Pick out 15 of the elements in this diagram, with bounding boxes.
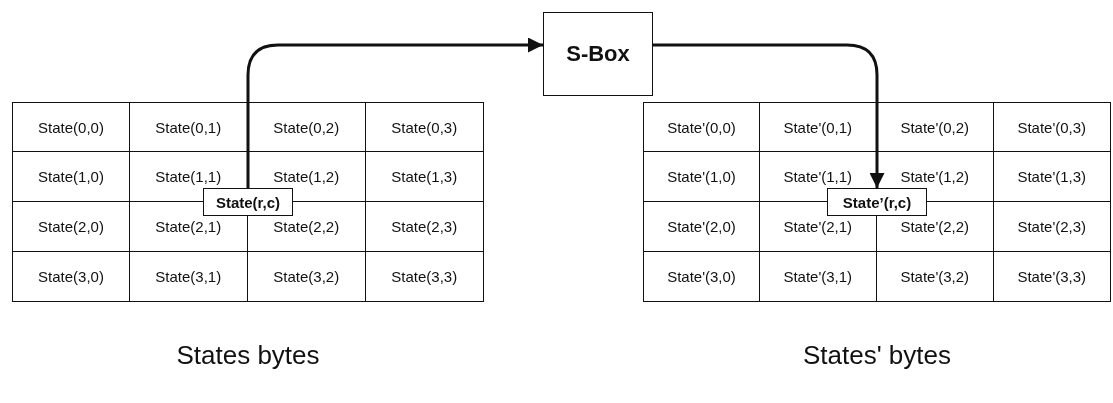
process-box: State’(r,c) xyxy=(827,188,927,216)
table-cell: State(3,3) xyxy=(364,250,484,302)
process-box: S-Box xyxy=(543,12,653,96)
table-cell: State'(0,3) xyxy=(992,102,1111,152)
table-cell: State'(3,0) xyxy=(643,250,760,302)
caption-text: States' bytes xyxy=(801,340,952,371)
table-cell: State(0,0) xyxy=(12,102,130,152)
table-cell: State'(3,3) xyxy=(992,250,1111,302)
table-cell: State'(0,0) xyxy=(643,102,760,152)
arrow xyxy=(246,37,543,188)
arrow xyxy=(653,43,885,188)
table-cell: State(0,3) xyxy=(364,102,484,152)
table-cell: State(3,0) xyxy=(12,250,130,302)
process-box: State(r,c) xyxy=(203,188,293,216)
caption-text: States bytes xyxy=(175,340,321,371)
